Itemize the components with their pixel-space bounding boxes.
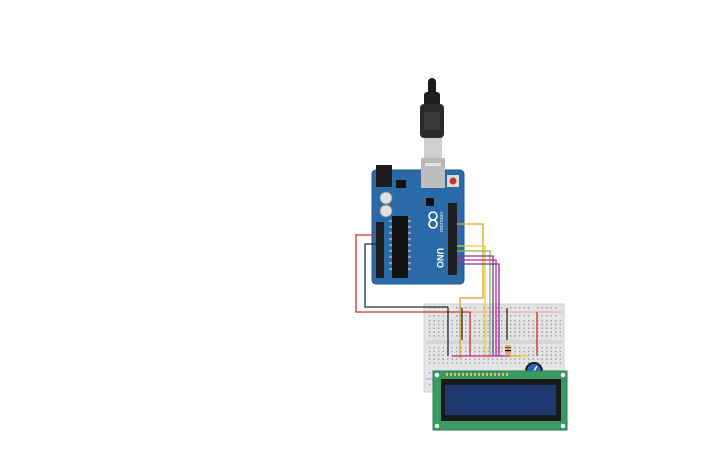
lcd-display[interactable]: [432, 370, 568, 431]
lcd-screen: [445, 385, 556, 415]
wire-orange: [457, 223, 484, 358]
wire-purple-2: [457, 263, 500, 356]
wires: [355, 223, 538, 358]
wire-magenta-1: [457, 259, 497, 356]
wire-power: [355, 234, 470, 313]
lcd-pin-header: [446, 373, 508, 376]
arduino-logo-text: ARDUINO: [439, 212, 444, 233]
wire-ground: [364, 243, 448, 308]
wire-purple-1: [457, 255, 494, 356]
resistor[interactable]: [505, 345, 511, 355]
arduino-logo-icon: [428, 211, 438, 229]
wire-green: [457, 250, 491, 356]
board-model-label: UNO: [435, 248, 445, 268]
wire-yellow: [457, 245, 486, 356]
arduino-uno-board[interactable]: ARDUINO UNO: [371, 165, 465, 285]
